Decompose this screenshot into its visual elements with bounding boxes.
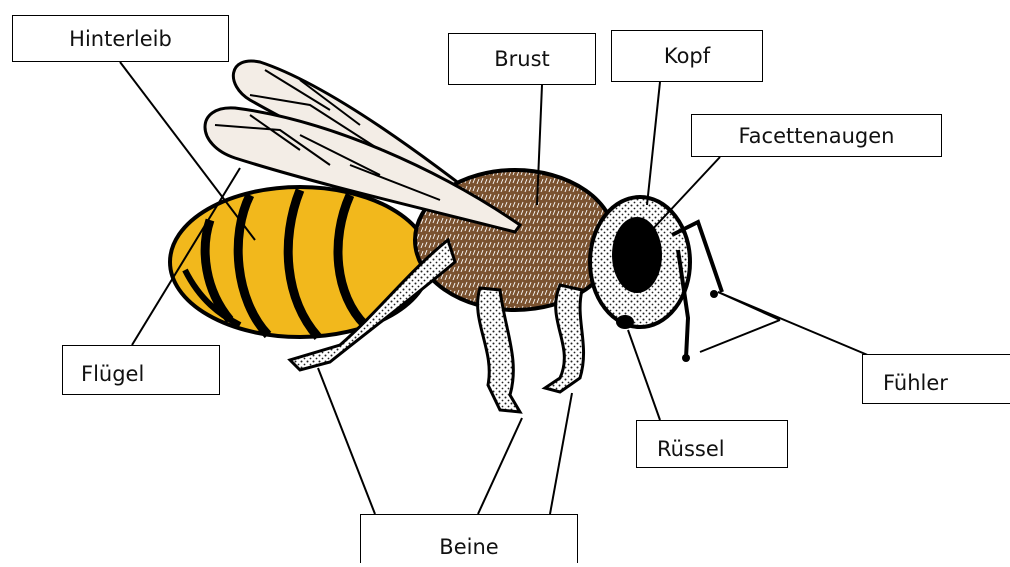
label-text: Beine	[439, 535, 498, 559]
label-text: Fühler	[883, 371, 948, 395]
label-ruessel: Rüssel	[636, 420, 788, 468]
label-text: Flügel	[81, 362, 144, 386]
label-text: Kopf	[664, 44, 710, 68]
label-text: Brust	[494, 47, 550, 71]
label-kopf: Kopf	[611, 30, 763, 82]
label-text: Rüssel	[657, 437, 725, 461]
label-text: Hinterleib	[69, 27, 172, 51]
label-text: Facettenaugen	[739, 124, 895, 148]
label-fuehler: Fühler	[862, 354, 1010, 404]
label-brust: Brust	[448, 33, 596, 85]
label-fluegel: Flügel	[62, 345, 220, 395]
label-facettenaugen: Facettenaugen	[691, 114, 942, 157]
label-beine: Beine	[360, 514, 578, 563]
label-hinterleib: Hinterleib	[12, 15, 229, 62]
